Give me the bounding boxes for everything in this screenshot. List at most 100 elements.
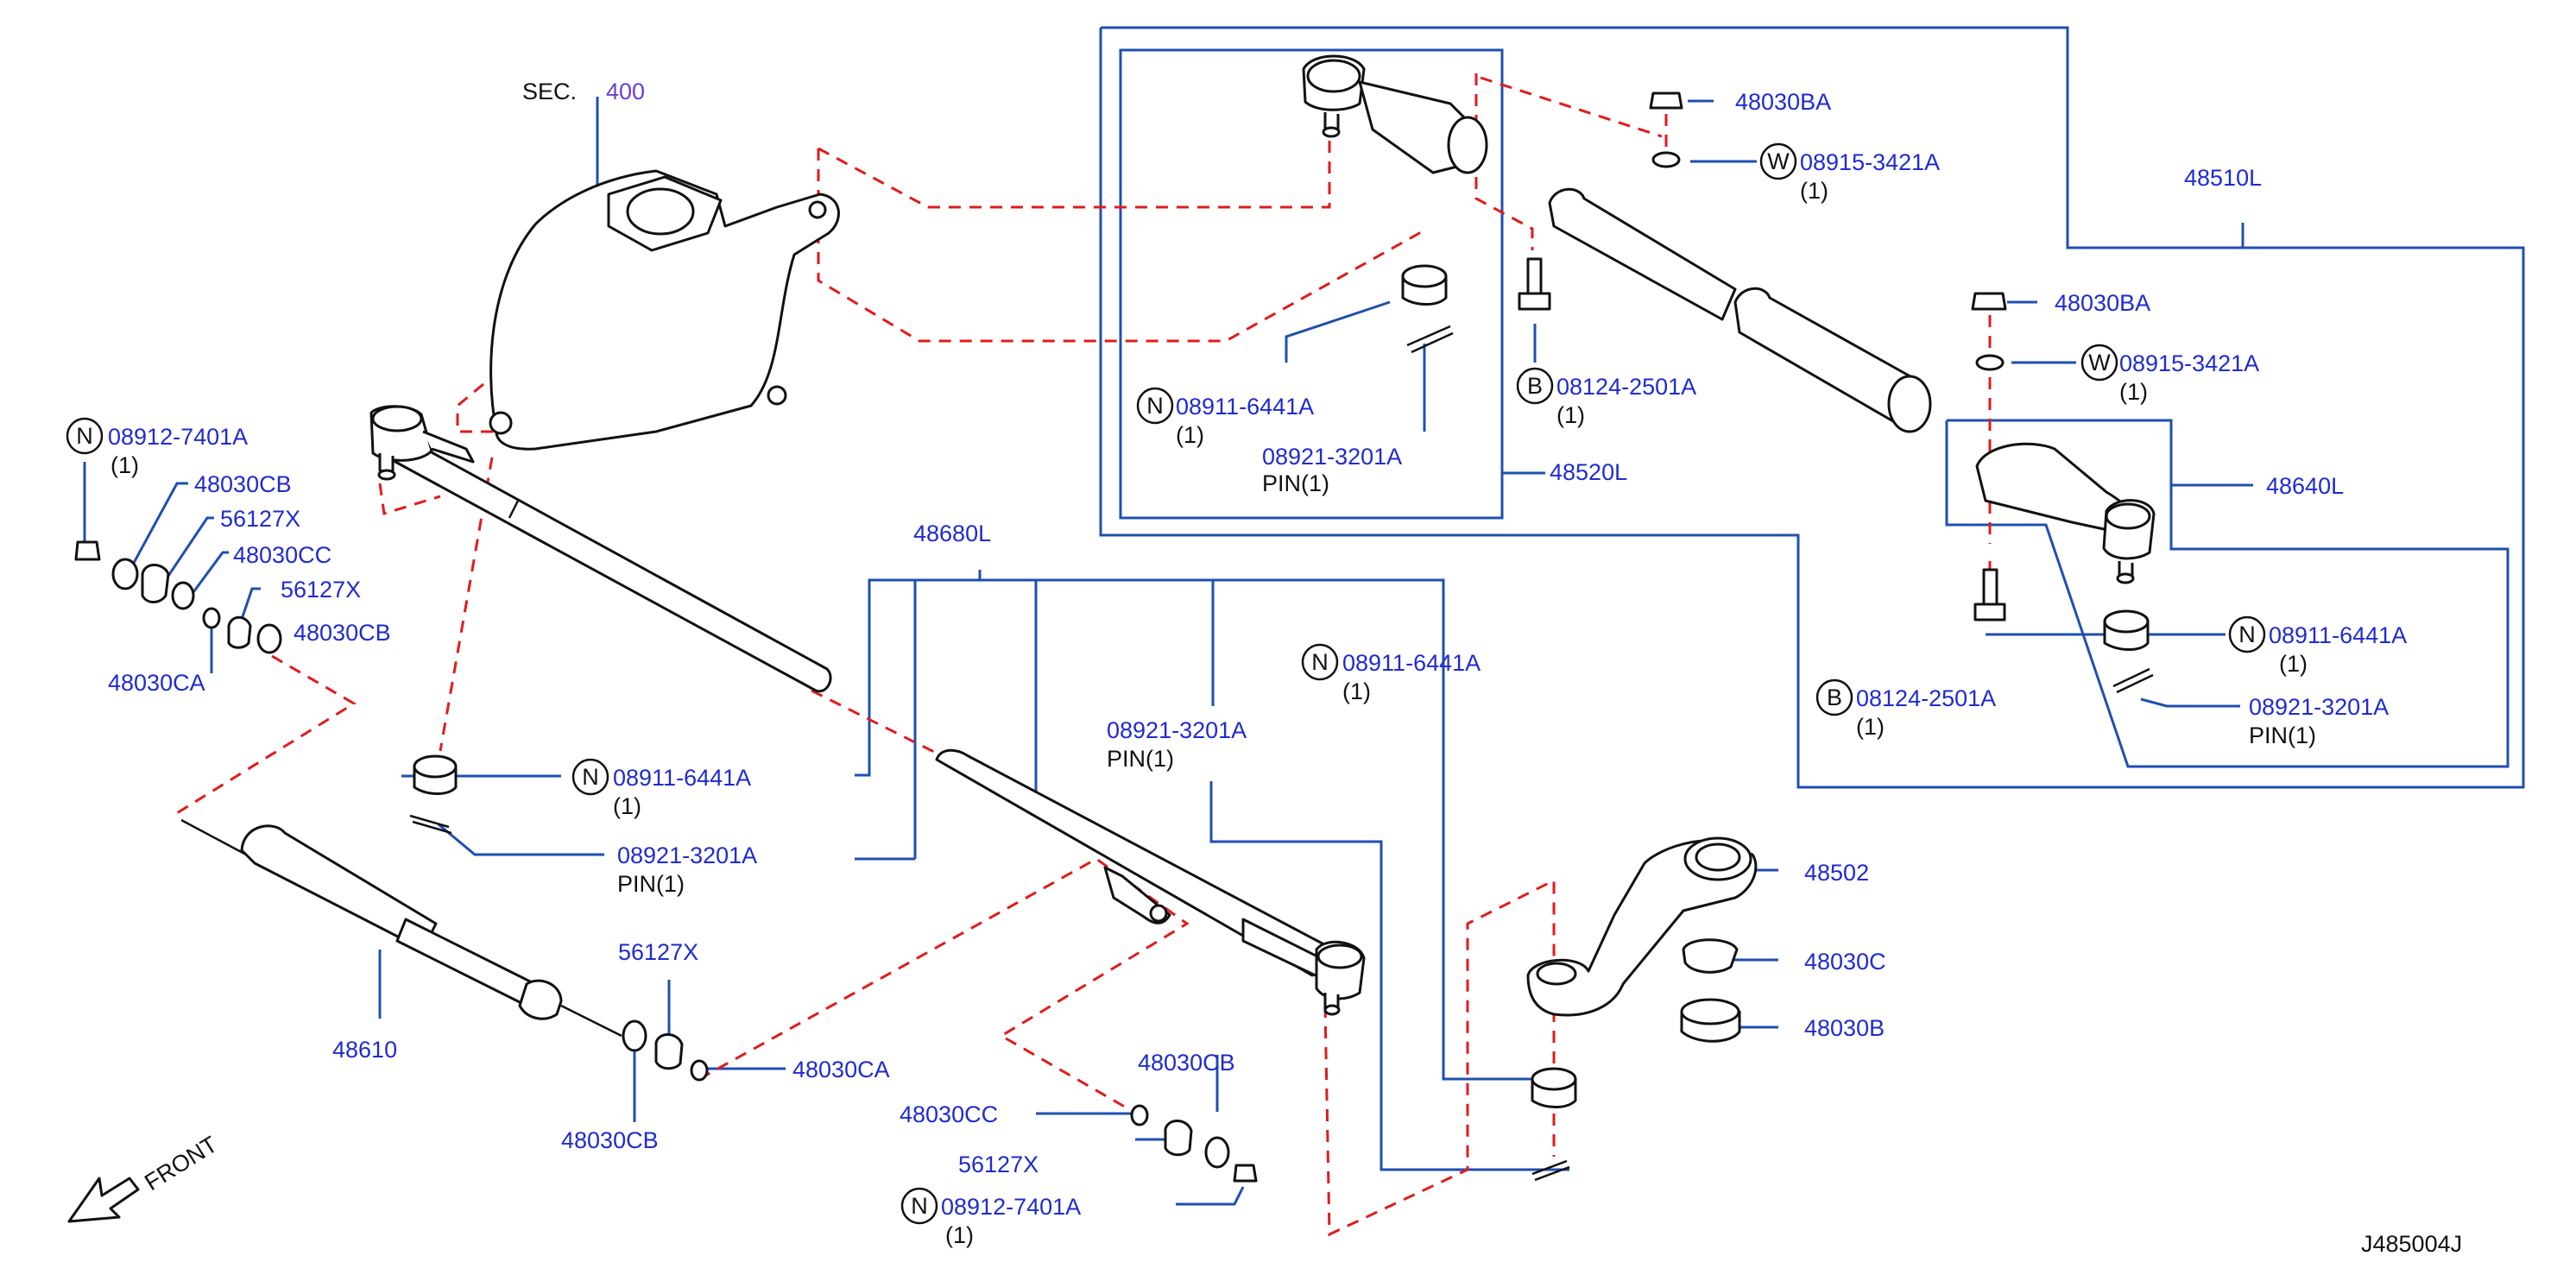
pin-08921-a: PIN(1): [1262, 470, 1329, 496]
qty-08911-c: (1): [613, 793, 641, 819]
label-48640L: 48640L: [2266, 473, 2344, 499]
part-labels: SEC. 400 48510L 48520L 48640L 48680L 486…: [108, 79, 2462, 1257]
label-48030CB-1: 48030CB: [194, 471, 292, 497]
label-48030CB-3: 48030CB: [561, 1127, 659, 1153]
group-48510L-frame: [1099, 26, 2525, 789]
bottom-bushing-cluster: [1130, 1104, 1258, 1183]
group-48520L-frame: [1119, 48, 1545, 520]
washer-08915-2: [1975, 354, 2005, 371]
left-bushing-cluster: [74, 540, 282, 654]
bolt-symbol-letter: B: [1527, 373, 1543, 399]
nut-symbol-letter: N: [911, 1193, 928, 1219]
pin-08921-d: PIN(1): [1107, 746, 1174, 772]
lock-washer-48030C: [1682, 938, 1739, 974]
steering-damper: [180, 818, 622, 1038]
nut-48030B: [1680, 998, 1741, 1043]
castle-nut-upper: [1401, 264, 1448, 306]
section-prefix: SEC.: [522, 79, 577, 104]
damper-end-bushings: [622, 1019, 709, 1082]
leader-lines: [83, 97, 2240, 1206]
castle-nut-middle: [1531, 1067, 1577, 1108]
label-08911-c: 08911-6441A: [613, 765, 751, 791]
section-number: 400: [606, 79, 645, 104]
nut-symbol-letter: N: [76, 423, 93, 449]
pin-08921-c: PIN(1): [617, 871, 685, 897]
label-08921-d: 08921-3201A: [1107, 717, 1247, 743]
nut-symbol-icon: [1301, 643, 1339, 681]
washer-symbol-letter: W: [2088, 350, 2111, 375]
cotter-pin-upper: [1406, 325, 1454, 354]
label-08912-2: 08912-7401A: [941, 1194, 1081, 1220]
label-08911-a: 08911-6441A: [1176, 394, 1314, 420]
label-08911-d: 08911-6441A: [1342, 650, 1481, 676]
label-08124-1: 08124-2501A: [1556, 374, 1696, 400]
nut-symbol-icon: [571, 758, 609, 796]
nut-symbol-letter: N: [1311, 649, 1329, 675]
label-48030CB-4: 48030CB: [1138, 1050, 1235, 1076]
label-48510L: 48510L: [2184, 165, 2262, 191]
qty-08915-1: (1): [1800, 178, 1828, 204]
label-56127X-4: 56127X: [958, 1152, 1039, 1177]
label-56127X-3: 56127X: [618, 939, 698, 965]
red-dashed-alignment-lines: [172, 73, 1992, 1237]
center-link: [935, 748, 1366, 1016]
label-08911-b: 08911-6441A: [2269, 622, 2407, 648]
label-48030CA-1: 48030CA: [108, 670, 205, 696]
label-08921-c: 08921-3201A: [617, 842, 757, 868]
bolt-upper: [1518, 257, 1551, 311]
nut-symbol-icon: [2228, 615, 2266, 653]
hex-nut-48030BA-2: [1971, 292, 2007, 311]
pitman-arm: [1526, 836, 1758, 1017]
label-48030CB-2: 48030CB: [294, 620, 391, 646]
tie-rod-end-48520L: [1302, 54, 1488, 174]
steering-gear-housing: [489, 169, 840, 451]
label-48030BA-1: 48030BA: [1735, 89, 1831, 115]
nut-symbol-letter: N: [1146, 393, 1164, 419]
hex-nut-48030BA-1: [1649, 92, 1683, 110]
bolt-symbol-icon: [1815, 678, 1853, 716]
cotter-pin-middle: [1531, 1159, 1570, 1182]
qty-08912-2: (1): [945, 1222, 974, 1248]
pin-08921-b: PIN(1): [2249, 723, 2316, 748]
label-48030B: 48030B: [1804, 1015, 1885, 1041]
label-48030BA-2: 48030BA: [2055, 290, 2150, 316]
label-56127X-2: 56127X: [281, 577, 361, 603]
bolt-symbol-letter: B: [1827, 685, 1842, 710]
qty-08911-d: (1): [1342, 678, 1371, 704]
group-48640L-frame: [1945, 419, 2510, 768]
label-48030CA-2: 48030CA: [792, 1057, 890, 1082]
castle-nut-right: [2103, 609, 2150, 651]
tie-rod-end-48640L: [1975, 442, 2156, 584]
bolt-lower: [1973, 568, 2006, 622]
label-48502: 48502: [1804, 860, 1869, 886]
label-08912-1: 08912-7401A: [108, 424, 248, 450]
label-08915-1: 08915-3421A: [1800, 149, 1940, 175]
nut-symbol-letter: N: [2238, 622, 2256, 647]
label-08124-2: 08124-2501A: [1856, 685, 1996, 711]
label-48030CC-2: 48030CC: [900, 1101, 998, 1127]
label-48030C: 48030C: [1804, 949, 1886, 975]
washer-symbol-icon: [2080, 344, 2118, 382]
label-48030CC-1: 48030CC: [233, 542, 331, 568]
front-label: FRONT: [140, 1131, 222, 1196]
nut-symbol-letter: N: [582, 764, 599, 790]
group-48680L-leaders: [855, 570, 1445, 861]
symbol-circles: [66, 142, 2266, 1225]
label-48520L: 48520L: [1550, 459, 1627, 485]
nut-symbol-icon: [900, 1187, 938, 1225]
bolt-symbol-icon: [1516, 367, 1554, 405]
washer-08915-1: [1651, 151, 1681, 168]
qty-08911-a: (1): [1176, 422, 1204, 448]
qty-08912-1: (1): [110, 452, 139, 478]
washer-symbol-icon: [1759, 142, 1797, 180]
label-08915-2: 08915-3421A: [2119, 350, 2259, 376]
nut-symbol-icon: [1136, 387, 1174, 425]
label-48680L: 48680L: [913, 521, 991, 546]
qty-08911-b: (1): [2279, 651, 2308, 677]
front-arrow-icon: [67, 1177, 140, 1223]
label-08921-a: 08921-3201A: [1262, 444, 1402, 470]
label-56127X-1: 56127X: [220, 506, 300, 532]
tie-rod-long: [369, 405, 832, 693]
cotter-pin-right: [2112, 667, 2154, 694]
